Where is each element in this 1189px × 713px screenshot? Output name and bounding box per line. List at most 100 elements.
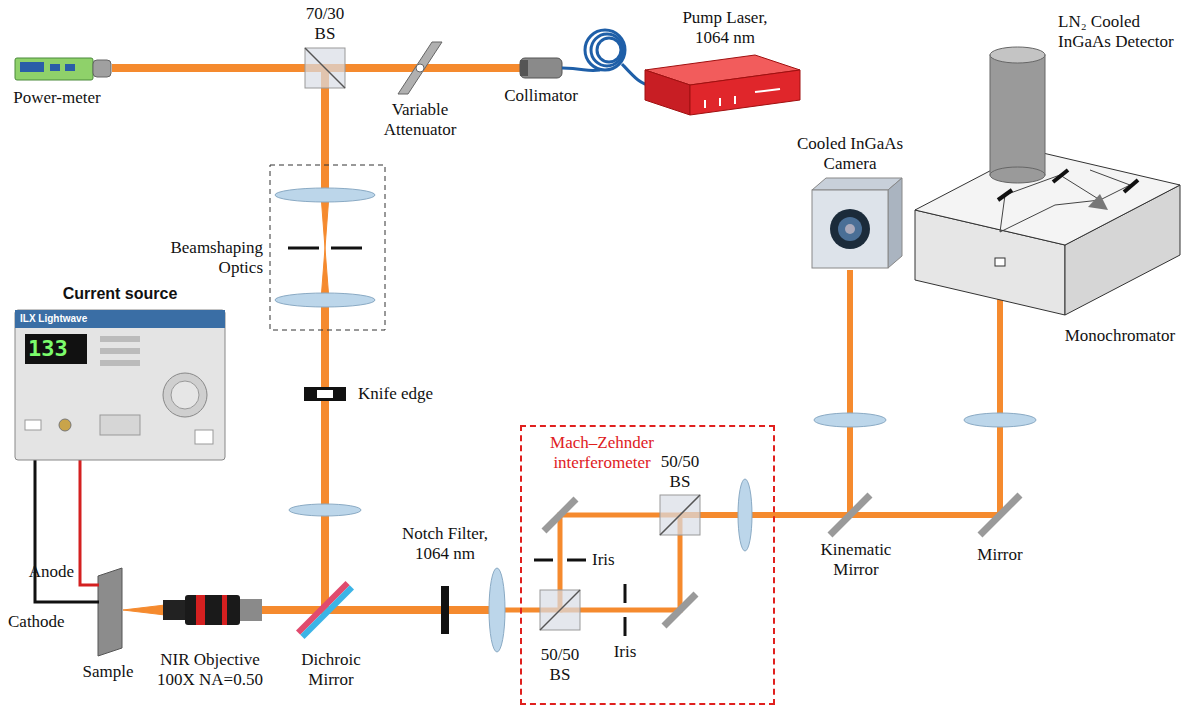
- monochromator: [1000, 205, 1055, 232]
- power-meter: [20, 62, 44, 72]
- display-digits: 133: [28, 336, 86, 362]
- beamshaping-optics: [288, 247, 319, 250]
- current-source: [15, 310, 225, 460]
- current-source: [100, 360, 140, 366]
- knife-edge: [317, 390, 333, 398]
- part-label: NIR Objective 100X NA=0.50: [154, 650, 266, 690]
- ingaas-camera: [830, 209, 870, 249]
- ln2-dewar: [990, 55, 1045, 175]
- current-source: [195, 430, 213, 444]
- group-title: Mach–Zehnder interferometer: [527, 433, 677, 473]
- power-meter: [50, 64, 60, 71]
- laser-beam: [123, 605, 165, 615]
- part-label: Pump Laser, 1064 nm: [675, 8, 775, 48]
- beamshaping-optics: [270, 165, 385, 330]
- beam-splitter: [540, 590, 580, 630]
- part-label: Beamshaping Optics: [153, 238, 263, 278]
- current-source: [15, 310, 225, 328]
- lens: [814, 413, 886, 427]
- current-source: [15, 310, 225, 460]
- part-label: Iris: [605, 642, 645, 662]
- part-label: LN₂ Cooled InGaAs Detector: [1058, 12, 1180, 52]
- beamshaping-optics: [275, 293, 375, 307]
- current-source: [163, 373, 207, 417]
- ingaas-camera: [838, 217, 862, 241]
- current-source: [100, 336, 140, 342]
- optical-fiber: [585, 30, 625, 70]
- objective-lens: [163, 595, 262, 625]
- dichroic-mirror: [300, 585, 354, 639]
- part-label: 50/50 BS: [653, 452, 708, 492]
- pump-laser: [719, 98, 721, 106]
- monochromator: [915, 150, 1180, 315]
- beamshaping-optics: [270, 165, 385, 330]
- monochromator: [995, 258, 1005, 266]
- beamshaping-optics: [275, 188, 375, 202]
- part-label: Cathode: [8, 612, 88, 632]
- current-source: [59, 419, 71, 431]
- optical-fiber: [597, 38, 621, 62]
- notch-filter: [441, 586, 449, 634]
- objective-lens: [196, 595, 205, 625]
- objective-lens: [185, 595, 240, 625]
- laser-beam: [680, 512, 1000, 518]
- laser-beam: [262, 606, 497, 614]
- pump-laser: [704, 100, 706, 108]
- part-label: Cooled InGaAs Camera: [791, 134, 909, 174]
- beam-splitter: [305, 48, 345, 88]
- part-label: Kinematic Mirror: [811, 540, 901, 580]
- laser-beam: [997, 268, 1003, 515]
- laser-beam: [321, 300, 329, 610]
- optical-fiber: [591, 34, 623, 66]
- part-label: Anode: [4, 562, 74, 582]
- laser-beam: [112, 68, 1000, 615]
- current-source: [25, 334, 87, 364]
- beam-splitter: [540, 590, 580, 630]
- ingaas-camera: [812, 178, 902, 268]
- laser-beam: [321, 248, 329, 300]
- objective-lens: [163, 600, 185, 620]
- mirror: [544, 495, 1020, 626]
- monochromator: [998, 190, 1012, 200]
- beam-splitter: [660, 495, 700, 535]
- part-label: 50/50 BS: [533, 645, 588, 685]
- part-label: Iris: [592, 550, 632, 570]
- iris: [567, 559, 586, 562]
- part-label: Mirror: [960, 545, 1040, 565]
- objective-lens: [222, 595, 227, 625]
- variable-attenuator: [416, 64, 424, 72]
- ingaas-camera: [812, 178, 902, 190]
- part-label: Knife edge: [358, 384, 458, 404]
- mirror: [980, 495, 1020, 535]
- objective-lens: [240, 599, 262, 621]
- power-meter: [15, 58, 111, 80]
- dichroic-mirror: [296, 581, 354, 639]
- monochromator: [1088, 194, 1108, 210]
- lens: [289, 504, 361, 516]
- part-label: 70/30 BS: [298, 4, 353, 44]
- brand-label: ILX Lightwave: [20, 312, 140, 326]
- current-source: [100, 348, 140, 354]
- mirror: [544, 499, 576, 531]
- power-meter: [15, 58, 93, 80]
- pump-laser: [690, 70, 800, 115]
- ingaas-camera: [888, 178, 902, 268]
- part-label: Sample: [68, 662, 148, 682]
- notch-filter: [441, 586, 449, 634]
- lens: [964, 413, 1036, 427]
- mirror: [664, 594, 696, 626]
- part-label: Dichroic Mirror: [291, 650, 371, 690]
- collimator: [520, 58, 562, 78]
- lens: [289, 413, 1036, 652]
- pump-laser: [734, 96, 736, 104]
- mirror: [830, 495, 870, 535]
- part-label: Power-meter: [7, 88, 107, 108]
- laser-beam: [847, 270, 853, 515]
- laser-beam: [321, 195, 329, 248]
- beam-splitter: [305, 48, 345, 88]
- current-source: [100, 415, 140, 435]
- pump-laser: [755, 89, 780, 92]
- collimator: [520, 60, 528, 76]
- iris: [624, 617, 627, 636]
- pump-laser: [645, 55, 800, 115]
